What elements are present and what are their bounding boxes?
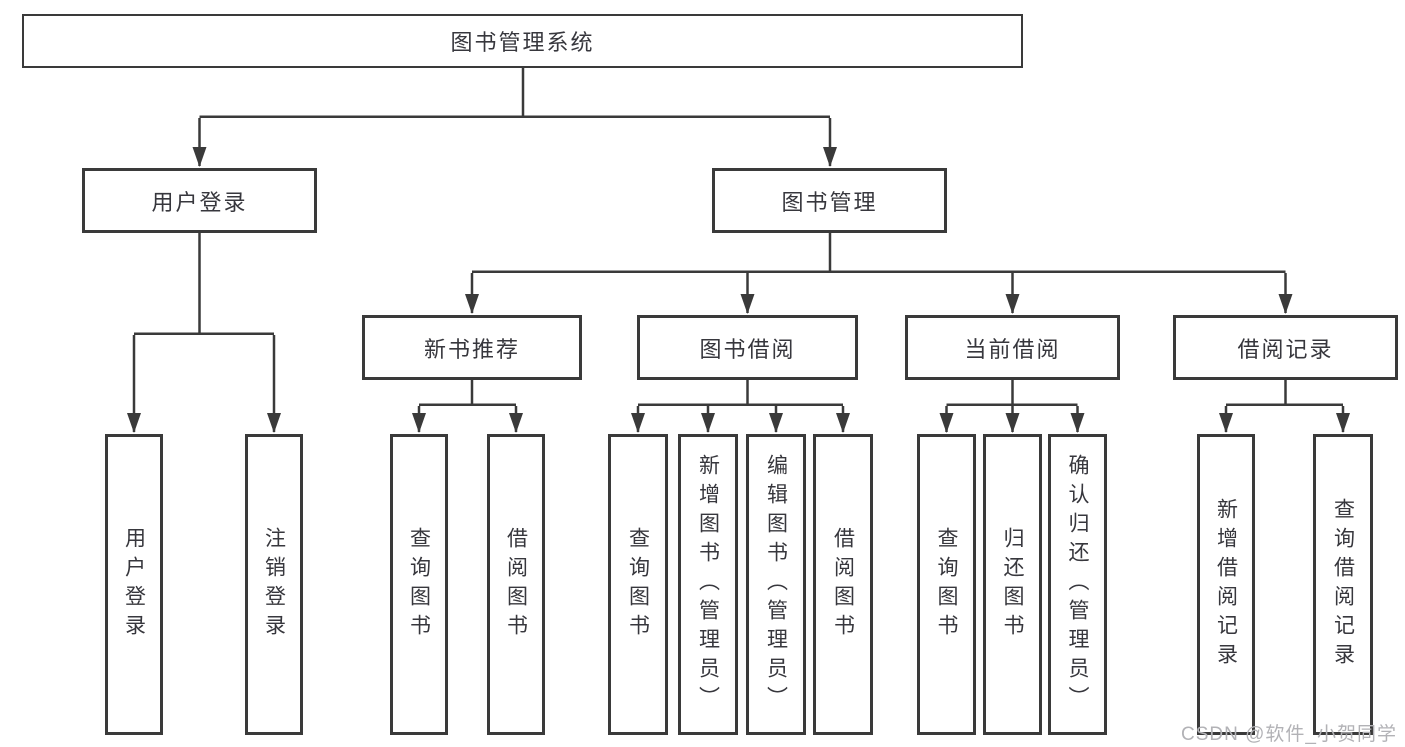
leaf-query-books-borrow: 查询图书 (608, 434, 668, 735)
node-label: 图书借阅 (699, 336, 796, 362)
leaf-edit-book-admin: 编辑图书（管理员） (746, 434, 806, 735)
node-label: 用户登录 (122, 526, 146, 643)
node-book-management: 图书管理 (712, 168, 947, 233)
node-label: 查询图书 (407, 526, 431, 643)
node-new-book-recommendation: 新书推荐 (362, 315, 582, 380)
csdn-watermark: CSDN @软件_小贺同学 (1181, 724, 1397, 745)
node-label: 图书管理 (781, 189, 878, 215)
node-label: 编辑图书（管理员） (764, 454, 788, 715)
node-label: 查询图书 (935, 526, 958, 643)
leaf-borrow-books-recommend: 借阅图书 (487, 434, 545, 735)
leaf-query-borrow-record: 查询借阅记录 (1313, 434, 1373, 735)
leaf-user-login: 用户登录 (105, 434, 163, 735)
leaf-return-books: 归还图书 (983, 434, 1042, 735)
node-library-system: 图书管理系统 (22, 14, 1023, 68)
node-label: 借阅图书 (504, 526, 528, 643)
leaf-add-book-admin: 新增图书（管理员） (678, 434, 738, 735)
node-label: 新增借阅记录 (1214, 497, 1238, 672)
node-current-borrowing: 当前借阅 (905, 315, 1120, 380)
node-label: 借阅记录 (1237, 336, 1334, 362)
leaf-borrow-books: 借阅图书 (813, 434, 873, 735)
node-book-borrowing: 图书借阅 (637, 315, 858, 380)
node-label: 新书推荐 (423, 336, 520, 362)
node-label: 图书管理系统 (450, 30, 595, 55)
leaf-add-borrow-record: 新增借阅记录 (1197, 434, 1255, 735)
node-borrowing-records: 借阅记录 (1173, 315, 1398, 380)
node-label: 查询图书 (626, 526, 650, 643)
node-label: 用户登录 (151, 189, 248, 215)
node-label: 查询借阅记录 (1331, 497, 1355, 672)
node-label: 新增图书（管理员） (696, 454, 720, 715)
node-user-login-branch: 用户登录 (82, 168, 317, 233)
node-label: 注销登录 (262, 526, 286, 643)
leaf-query-books-recommend: 查询图书 (390, 434, 448, 735)
leaf-query-books-current: 查询图书 (917, 434, 976, 735)
leaf-confirm-return-admin: 确认归还（管理员） (1048, 434, 1107, 735)
node-label: 借阅图书 (831, 526, 855, 643)
leaf-logout: 注销登录 (245, 434, 303, 735)
node-label: 当前借阅 (964, 336, 1061, 362)
node-label: 确认归还（管理员） (1066, 454, 1089, 715)
node-label: 归还图书 (1001, 526, 1024, 643)
